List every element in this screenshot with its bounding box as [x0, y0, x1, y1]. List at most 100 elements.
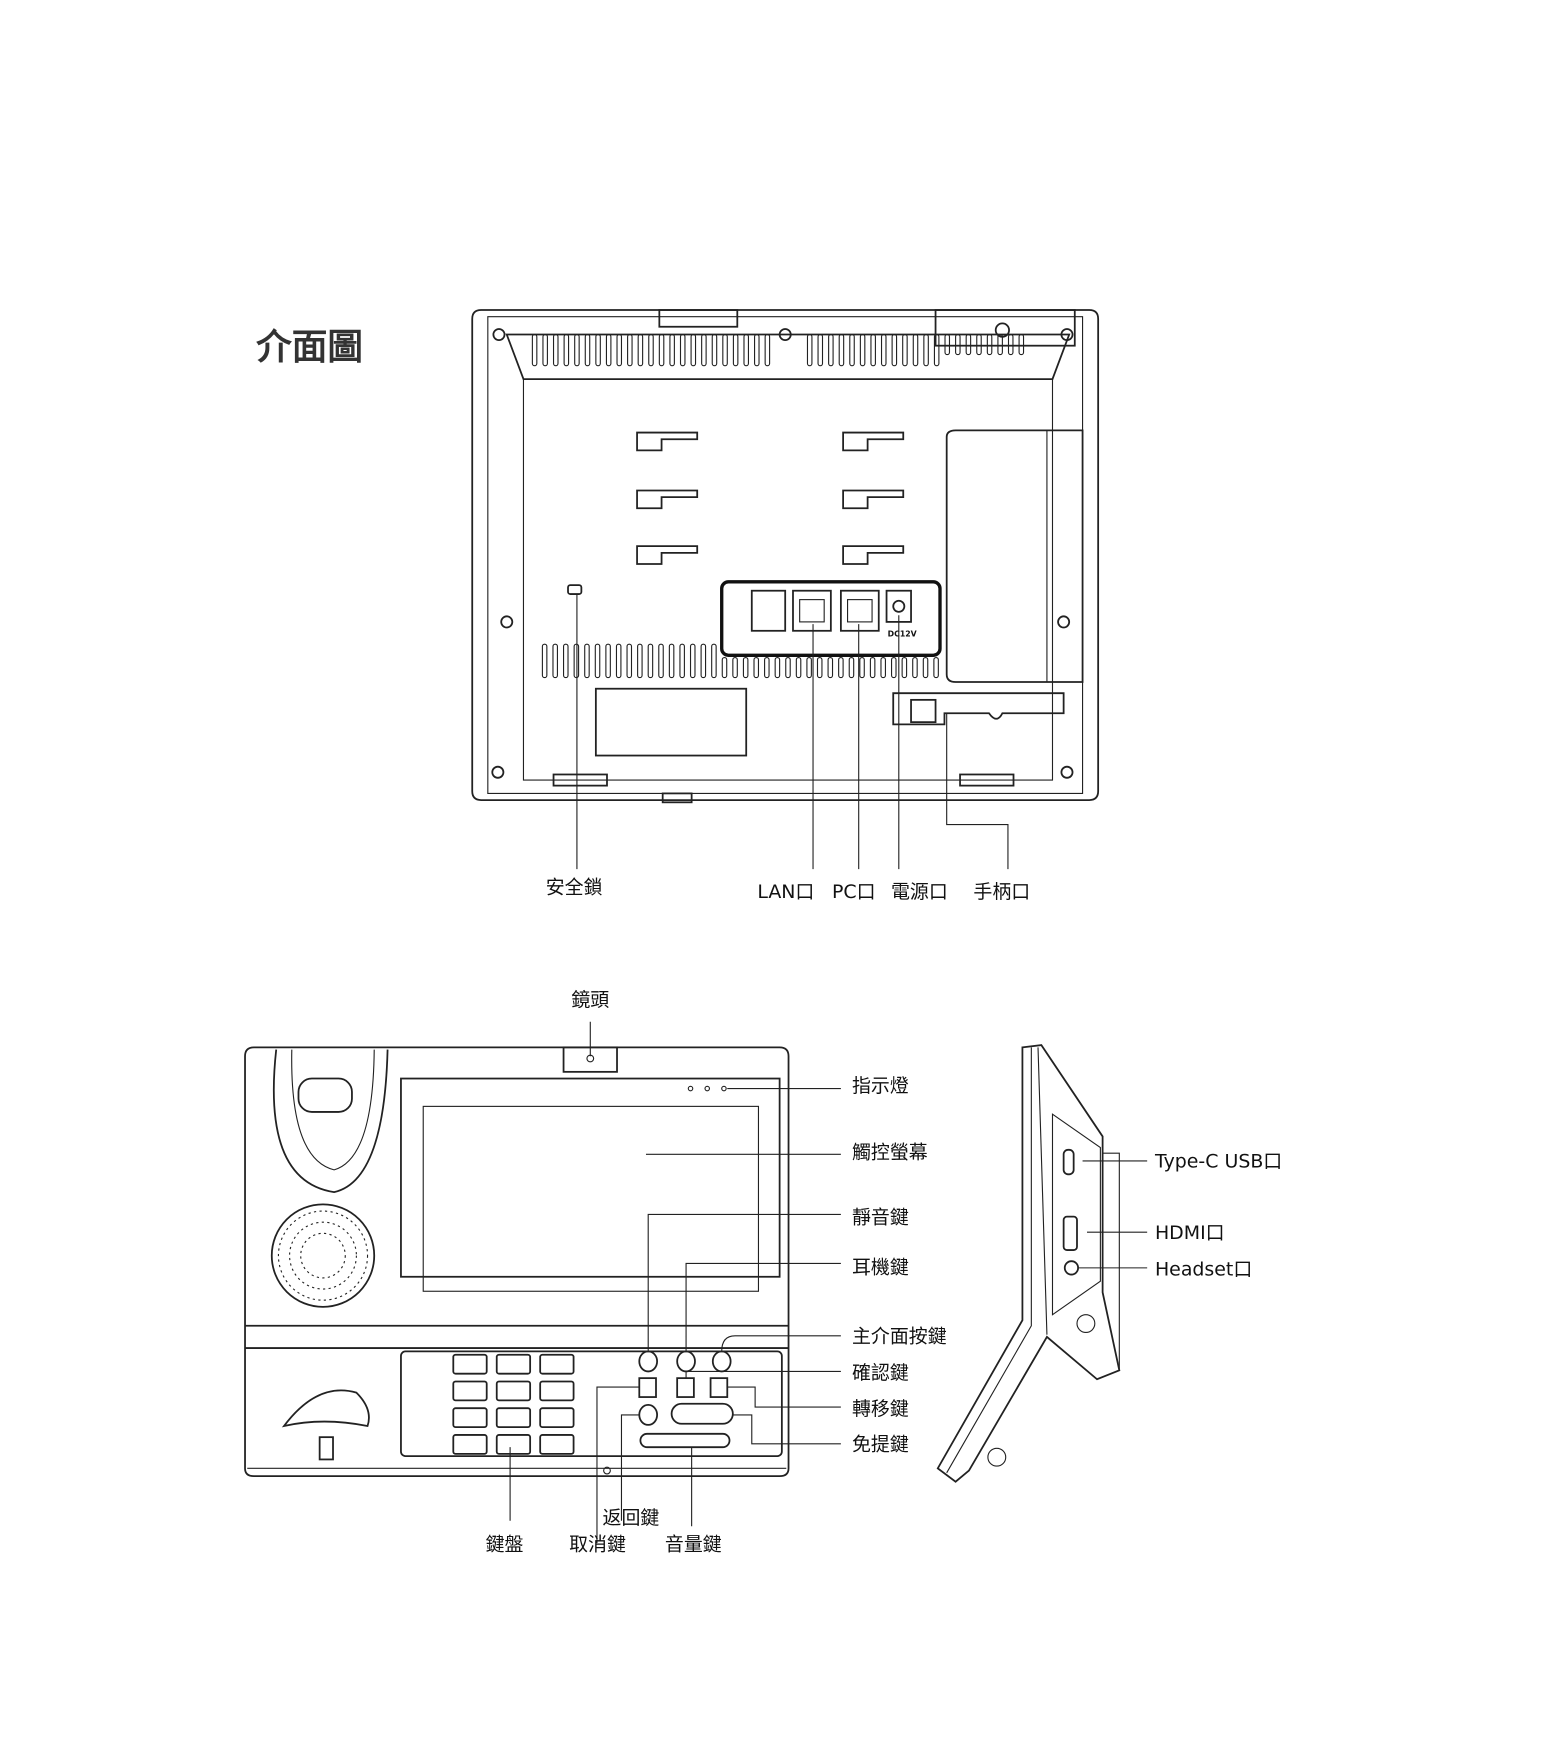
vent-slot — [637, 333, 644, 367]
label-hdmi-port: HDMI口 — [1155, 1222, 1225, 1244]
vent-slot — [595, 333, 601, 367]
wall-mount-hook — [636, 431, 699, 452]
vent-slot — [616, 333, 623, 367]
keypad-key — [452, 1407, 488, 1429]
handsfree-key[interactable] — [670, 1402, 734, 1425]
vent-slot — [828, 333, 834, 367]
label-headset-port: Headset口 — [1155, 1259, 1252, 1281]
vent-slot — [668, 643, 675, 679]
vent-slot — [986, 333, 993, 356]
label-headset-key: 耳機鍵 — [852, 1256, 909, 1278]
vent-slot — [785, 656, 791, 679]
vent-slot — [669, 333, 675, 367]
keypad-key — [495, 1434, 532, 1455]
keypad-key — [495, 1380, 532, 1402]
vent-slot — [901, 656, 908, 679]
vent-slot — [594, 643, 601, 679]
keypad-key — [539, 1407, 575, 1429]
keypad-key — [452, 1380, 488, 1402]
vent-slot — [997, 333, 1003, 356]
vent-slot — [859, 656, 865, 679]
vent-slot — [648, 333, 654, 367]
vent-slot — [955, 333, 961, 356]
label-pc-port: PC口 — [832, 881, 876, 903]
vent-slot — [722, 333, 728, 367]
keypad-key — [495, 1407, 532, 1429]
vent-slot — [817, 333, 824, 367]
label-touchscreen: 觸控螢幕 — [852, 1142, 928, 1164]
vent-slot — [838, 656, 844, 679]
phone-back-view: DC12V — [471, 309, 1100, 870]
vent-slot — [552, 333, 559, 367]
vent-slot — [542, 333, 548, 367]
vent-slot — [701, 333, 707, 367]
vent-slot — [933, 333, 940, 367]
wall-mount-hook — [842, 431, 905, 452]
power-marking: DC12V — [888, 629, 917, 638]
vent-slot — [859, 333, 866, 367]
vent-slot — [531, 333, 538, 367]
vent-slot — [965, 333, 972, 356]
wall-mount-hook — [636, 545, 699, 565]
hdmi-port — [1062, 1215, 1078, 1251]
vent-slot — [615, 643, 622, 679]
vent-slot — [880, 656, 886, 679]
vent-slot — [912, 656, 918, 679]
headset-key[interactable] — [676, 1350, 696, 1373]
security-lock-slot — [567, 584, 583, 595]
wall-mount-hook — [636, 489, 699, 510]
vent-slot — [658, 643, 664, 679]
cancel-key[interactable] — [638, 1377, 657, 1398]
vent-slot — [552, 643, 558, 679]
vent-slot — [627, 333, 633, 367]
vent-slot — [764, 656, 770, 679]
page-title: 介面圖 — [256, 327, 363, 368]
vent-slot — [849, 333, 855, 367]
vent-slot — [870, 333, 876, 367]
vent-slot — [563, 333, 570, 367]
keypad-key — [452, 1434, 488, 1455]
back-key[interactable] — [638, 1403, 659, 1426]
vent-slot — [869, 656, 876, 679]
vent-slot — [605, 643, 611, 679]
confirm-key[interactable] — [676, 1377, 695, 1398]
vent-slot — [626, 643, 633, 679]
label-indicator: 指示燈 — [852, 1075, 909, 1097]
phone-side-view — [936, 1044, 1148, 1483]
vent-slot — [902, 333, 908, 367]
vent-slot — [827, 656, 834, 679]
keypad-key — [539, 1353, 575, 1375]
label-home-key: 主介面按鍵 — [852, 1325, 947, 1347]
vent-slot — [880, 333, 887, 367]
vent-slot — [689, 643, 696, 679]
keypad-key — [539, 1380, 575, 1402]
keypad-key — [495, 1353, 532, 1375]
label-volume-key: 音量鍵 — [665, 1534, 722, 1556]
headset-jack — [1063, 1260, 1080, 1276]
vent-slot — [690, 333, 697, 367]
label-power-port: 電源口 — [891, 881, 948, 903]
vent-slot — [700, 643, 707, 679]
vent-slot — [933, 656, 939, 679]
vent-slot — [743, 333, 749, 367]
volume-key[interactable] — [639, 1432, 731, 1449]
vent-slot — [806, 333, 813, 367]
home-key[interactable] — [711, 1350, 732, 1373]
label-keypad: 鍵盤 — [486, 1534, 524, 1556]
mute-key[interactable] — [638, 1350, 659, 1373]
label-handsfree-key: 免提鍵 — [852, 1434, 909, 1456]
vent-slot — [1007, 333, 1014, 356]
vent-slot — [732, 333, 739, 367]
vent-slot — [742, 656, 749, 679]
vent-slot — [754, 333, 760, 367]
vent-slot — [658, 333, 665, 367]
vent-slot — [816, 656, 823, 679]
typec-port — [1062, 1148, 1075, 1176]
transfer-key[interactable] — [709, 1377, 729, 1398]
vent-slot — [584, 333, 591, 367]
phone-front-view — [244, 1021, 841, 1543]
label-security-lock: 安全鎖 — [546, 877, 603, 899]
label-back-key: 返回鍵 — [603, 1507, 660, 1529]
vent-slot — [1018, 333, 1025, 356]
